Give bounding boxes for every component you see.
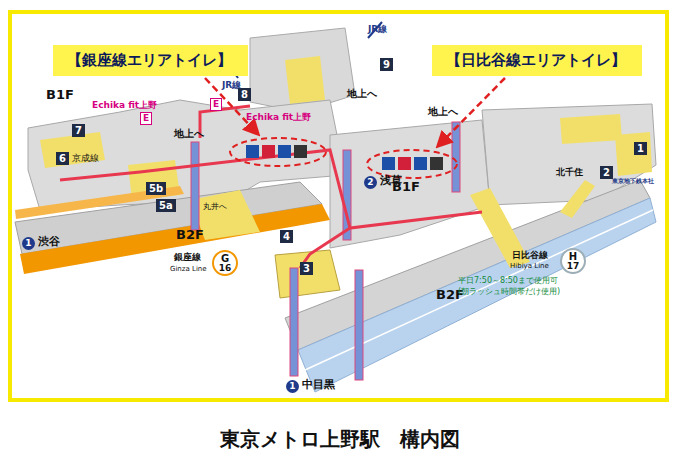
exit-number: 3 [300, 262, 313, 275]
exit-number: 2 [600, 166, 613, 179]
exit-text: 5b [149, 183, 163, 194]
toilet-icon [382, 157, 395, 170]
route-line [60, 150, 482, 228]
callout-text: 【日比谷線エリアトイレ】 [446, 51, 626, 69]
stair-area [560, 180, 595, 218]
badge-text: 16 [219, 264, 232, 273]
toilet-icon [430, 157, 443, 170]
elevator-shaft [452, 122, 460, 192]
stair-area [40, 132, 105, 168]
stair-area [615, 132, 652, 176]
exit-text: 3 [303, 263, 310, 274]
exit-text: 5a [159, 200, 173, 211]
exit-direction: 地上へ [174, 128, 204, 140]
track-number: 2 [364, 176, 377, 189]
badge-text: G [221, 254, 229, 264]
exit-number: 1 [634, 142, 647, 155]
exit-number: 5b [146, 182, 166, 195]
exit-number: 9 [380, 58, 393, 71]
toilet-icon [246, 145, 259, 158]
direction-text: 浅草 [380, 175, 402, 188]
line-badge: H17 [560, 248, 586, 274]
line-name: JR線 [222, 80, 241, 90]
elevator-shaft [355, 270, 363, 380]
exit-text: 1 [637, 143, 644, 154]
direction-text: 渋谷 [38, 236, 60, 249]
callout-box: 【日比谷線エリアトイレ】 [432, 45, 642, 76]
building-name: 東京地下鉄本社 [612, 178, 654, 185]
line-name: Hibiya Line [510, 262, 549, 270]
direction-text: 丸井へ [203, 202, 227, 211]
elevator-sign: E [210, 98, 222, 111]
exit-text: 8 [241, 89, 248, 100]
exit-text: 6 [59, 153, 66, 164]
elevator-shaft [290, 268, 298, 376]
toilet-icon [398, 157, 411, 170]
exit-text: 7 [75, 125, 82, 136]
toilet-icon [262, 145, 275, 158]
badge-text: 17 [567, 262, 580, 271]
toilet-icon [414, 157, 427, 170]
direction-text: 北千住 [556, 167, 583, 177]
line-name: 日比谷線 [512, 250, 548, 260]
toilet-ellipse [367, 150, 457, 178]
floor-label: B1F [46, 88, 74, 103]
track-number: 1 [22, 237, 35, 250]
stair-area [560, 114, 622, 144]
toilet-icon [294, 145, 307, 158]
elevator-shaft [191, 142, 199, 230]
concourse-floor [250, 28, 355, 112]
facility-name: Echika fit上野 [246, 112, 311, 122]
exit-direction: 地上へ [428, 106, 458, 118]
note-text: 平日7:50～8:50まで使用可 [458, 276, 558, 285]
exit-text: 2 [603, 167, 610, 178]
line-name: 京成線 [72, 153, 99, 163]
badge-text: H [569, 252, 577, 262]
hibiya-platform [285, 180, 650, 350]
line-name: Ginza Line [170, 265, 207, 273]
leader-arrow [205, 78, 258, 134]
exit-number: 7 [72, 124, 85, 137]
callout-box: 【銀座線エリアトイレ】 [53, 45, 248, 76]
toilet-ellipse [230, 138, 326, 166]
stair-area [285, 56, 325, 104]
track-number: 1 [286, 380, 299, 393]
line-badge: G16 [212, 250, 238, 276]
figure-caption: 東京メトロ上野駅 構内図 [0, 426, 679, 453]
frame-border [10, 12, 667, 400]
exit-direction: 地上へ [347, 88, 377, 100]
floor-label: B2F [176, 228, 204, 243]
toilet-icon [278, 145, 291, 158]
line-name: JR線 [368, 24, 387, 34]
exit-text: 4 [283, 231, 290, 242]
exit-text: 9 [383, 59, 390, 70]
exit-number: 4 [280, 230, 293, 243]
exit-number: 5a [156, 199, 176, 212]
line-name: 銀座線 [174, 252, 201, 262]
direction-text: 中目黒 [302, 379, 335, 392]
note-text: (朝ラッシュ時間帯だけ使用) [458, 287, 560, 296]
elevator-sign: E [140, 112, 152, 125]
callout-text: 【銀座線エリアトイレ】 [67, 51, 232, 69]
route-line [200, 106, 250, 138]
exit-number: 6 [56, 152, 69, 165]
facility-name: Echika fit上野 [92, 100, 157, 110]
